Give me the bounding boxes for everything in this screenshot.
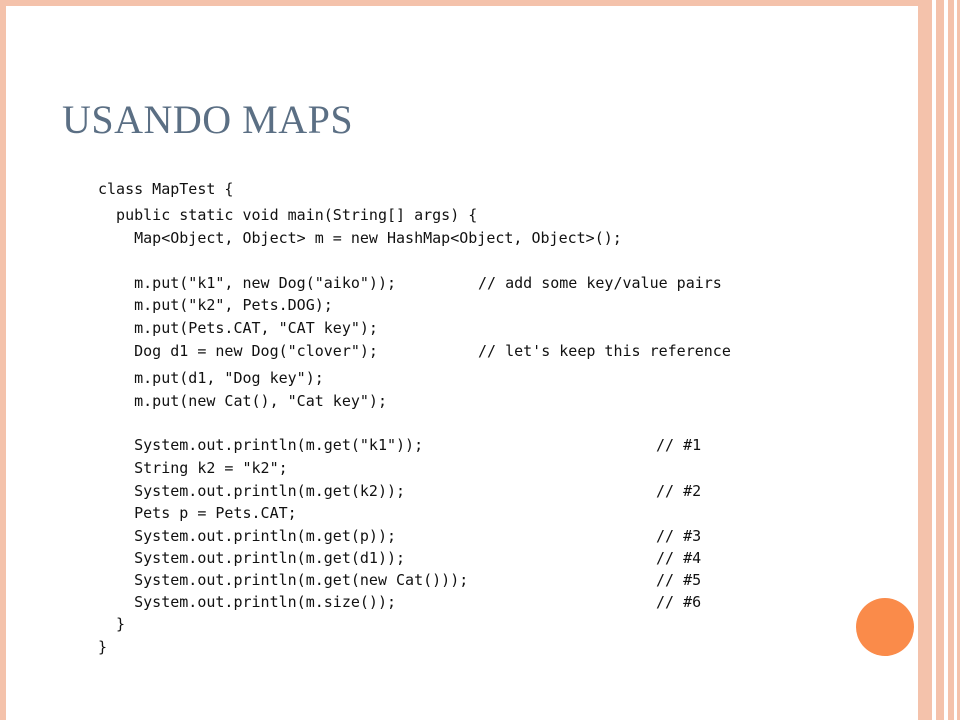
decorative-band (948, 0, 954, 720)
code-line: class MapTest { (98, 180, 234, 198)
code-line: m.put(new Cat(), "Cat key"); (98, 392, 387, 410)
accent-circle (856, 598, 914, 656)
decorative-band (918, 0, 932, 720)
code-line: String k2 = "k2"; (98, 459, 288, 477)
code-line: m.put(d1, "Dog key"); (98, 369, 324, 387)
code-line: public static void main(String[] args) { (98, 206, 478, 224)
code-line: Pets p = Pets.CAT; (98, 504, 297, 522)
code-line: m.put("k2", Pets.DOG); (98, 296, 333, 314)
code-comment: // #4 (656, 549, 702, 567)
code-line: System.out.println(m.get(k2)); (98, 482, 406, 500)
code-comment: // #3 (656, 527, 702, 545)
code-line: } (98, 638, 108, 656)
code-comment: // #2 (656, 482, 702, 500)
code-line: System.out.println(m.size()); (98, 593, 397, 611)
code-comment: // #1 (656, 436, 702, 454)
code-line: } (98, 615, 126, 633)
code-comment: // let's keep this reference (478, 342, 731, 360)
code-line: m.put("k1", new Dog("aiko")); (98, 274, 397, 292)
code-line: System.out.println(m.get(new Cat())); (98, 571, 469, 589)
code-line: Map<Object, Object> m = new HashMap<Obje… (98, 229, 622, 247)
slide-border (0, 0, 918, 720)
decorative-band (957, 0, 960, 720)
code-line: System.out.println(m.get(d1)); (98, 549, 406, 567)
code-line: Dog d1 = new Dog("clover"); (98, 342, 378, 360)
code-comment: // #5 (656, 571, 702, 589)
code-line: System.out.println(m.get("k1")); (98, 436, 424, 454)
code-line: System.out.println(m.get(p)); (98, 527, 397, 545)
code-line: m.put(Pets.CAT, "CAT key"); (98, 319, 378, 337)
decorative-band (936, 0, 944, 720)
slide-title: USANDO MAPS (62, 97, 354, 142)
code-comment: // add some key/value pairs (478, 274, 722, 292)
code-comment: // #6 (656, 593, 702, 611)
